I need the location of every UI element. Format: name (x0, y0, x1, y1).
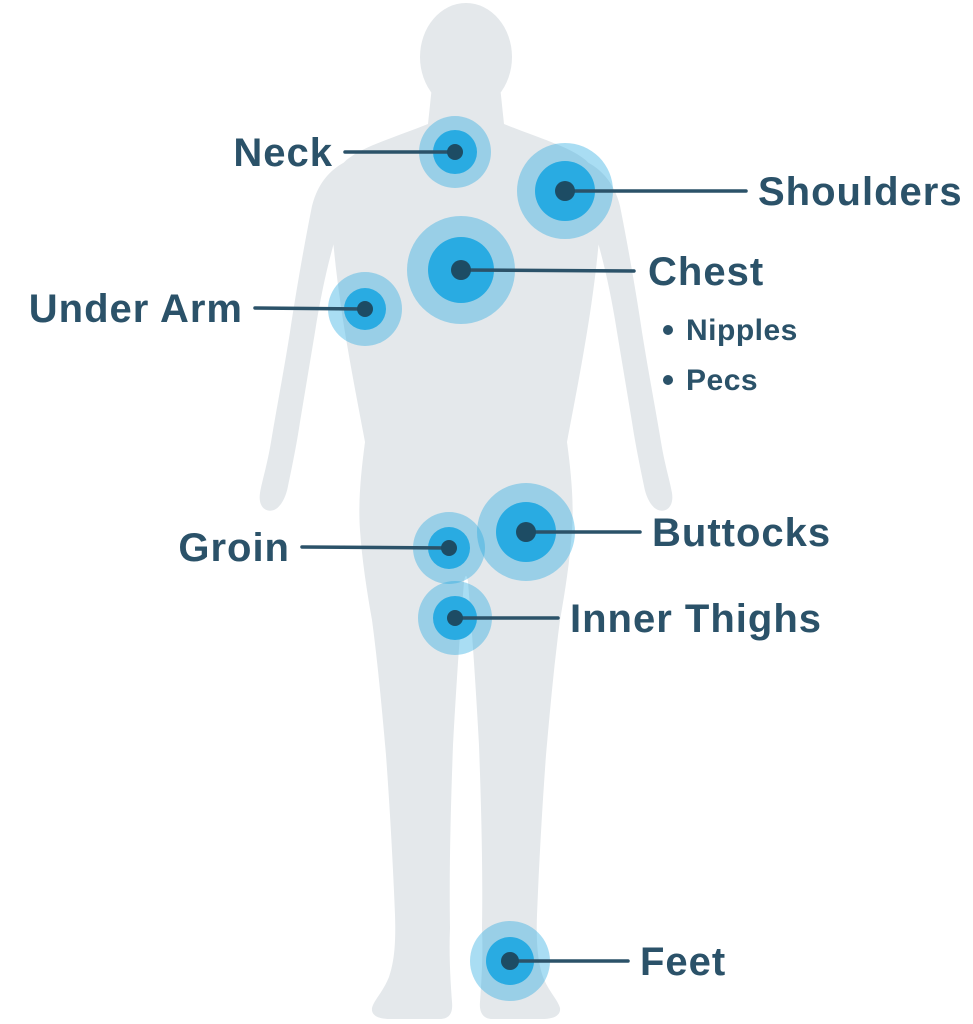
under-arm-marker (253, 272, 402, 346)
chest-marker (407, 216, 636, 324)
chest-sub-bullet-icon (663, 325, 673, 335)
groin-dot (441, 540, 457, 556)
buttocks-marker (477, 483, 642, 581)
under-arm-dot (357, 301, 373, 317)
inner-thighs-dot (447, 610, 463, 626)
neck-dot (447, 144, 463, 160)
under-arm-connector-line (253, 306, 367, 311)
inner-thighs-marker (418, 581, 560, 655)
neck-marker (343, 116, 491, 188)
chest-connector-line (459, 268, 636, 273)
buttocks-dot (516, 522, 536, 542)
shoulders-label: Shoulders (758, 170, 963, 214)
neck-label: Neck (233, 131, 333, 175)
buttocks-label: Buttocks (652, 511, 831, 555)
chest-dot (451, 260, 471, 280)
right-arm-shape (578, 158, 673, 511)
chest-label: Chest (648, 250, 764, 294)
head-shape (420, 3, 512, 111)
chest-sub-item: Pecs (663, 364, 758, 397)
shoulders-dot (555, 181, 575, 201)
feet-label: Feet (640, 940, 726, 984)
under-arm-label: Under Arm (29, 287, 243, 331)
feet-dot (501, 952, 519, 970)
chest-sub-item-label: Nipples (686, 314, 798, 347)
groin-connector-line (300, 545, 451, 550)
inner-thighs-label: Inner Thighs (570, 597, 822, 641)
groin-marker (300, 512, 485, 584)
left-arm-shape (259, 158, 354, 511)
groin-label: Groin (178, 526, 290, 570)
chest-sub-item-label: Pecs (686, 364, 758, 397)
chest-sub-item: Nipples (663, 314, 798, 347)
chest-sub-bullet-icon (663, 375, 673, 385)
feet-marker (470, 921, 630, 1001)
shoulders-marker (517, 143, 748, 239)
